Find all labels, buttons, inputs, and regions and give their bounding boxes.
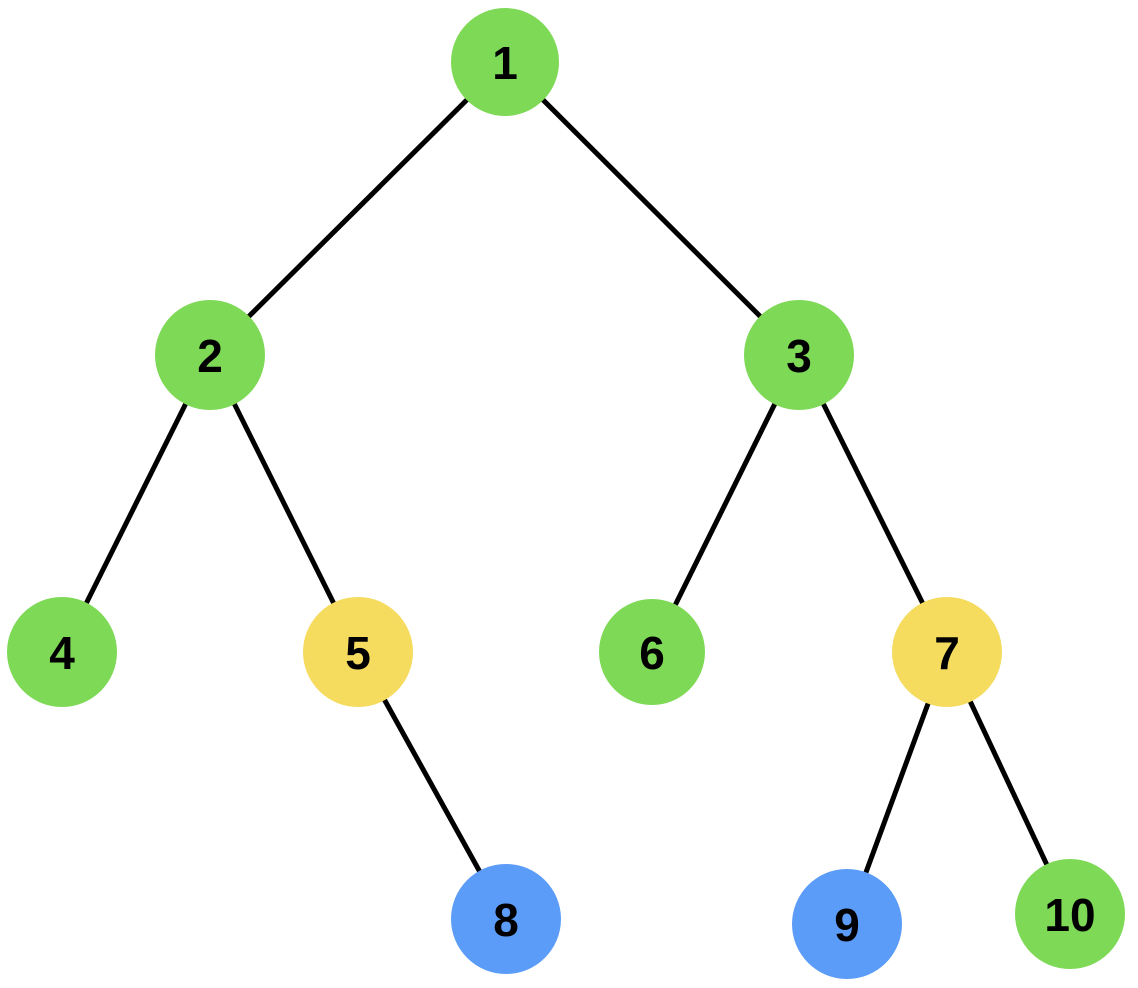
tree-node-label-6: 6 bbox=[639, 627, 665, 679]
tree-node-circle-2[interactable] bbox=[155, 300, 265, 410]
tree-node-label-10: 10 bbox=[1044, 889, 1095, 941]
tree-node-9[interactable]: 9 bbox=[792, 869, 902, 979]
tree-node-circle-5[interactable] bbox=[303, 597, 413, 707]
tree-node-8[interactable]: 8 bbox=[451, 864, 561, 974]
tree-edge-2-4 bbox=[83, 401, 189, 606]
tree-edge-3-6 bbox=[672, 401, 778, 608]
tree-node-2[interactable]: 2 bbox=[155, 300, 265, 410]
tree-node-circle-6[interactable] bbox=[599, 599, 705, 705]
tree-node-circle-10[interactable] bbox=[1015, 859, 1125, 969]
tree-edge-5-8 bbox=[381, 697, 483, 874]
node-layer: 1 2 3 4 5 6 7 8 9 10 bbox=[7, 8, 1125, 979]
tree-node-3[interactable]: 3 bbox=[744, 300, 854, 410]
tree-node-6[interactable]: 6 bbox=[599, 599, 705, 705]
tree-node-circle-9[interactable] bbox=[792, 869, 902, 979]
tree-edge-1-3 bbox=[540, 96, 764, 320]
tree-node-label-7: 7 bbox=[934, 627, 960, 679]
tree-node-label-2: 2 bbox=[197, 330, 223, 382]
tree-node-circle-8[interactable] bbox=[451, 864, 561, 974]
tree-edge-7-9 bbox=[862, 700, 932, 876]
tree-node-1[interactable]: 1 bbox=[451, 8, 559, 116]
tree-node-5[interactable]: 5 bbox=[303, 597, 413, 707]
tree-edge-3-7 bbox=[820, 401, 926, 606]
tree-node-10[interactable]: 10 bbox=[1015, 859, 1125, 969]
tree-edge-2-5 bbox=[231, 401, 337, 606]
tree-node-label-5: 5 bbox=[345, 627, 371, 679]
tree-node-circle-4[interactable] bbox=[7, 597, 117, 707]
tree-node-circle-7[interactable] bbox=[892, 597, 1002, 707]
edge-layer bbox=[83, 96, 1050, 876]
tree-edge-7-10 bbox=[967, 698, 1050, 868]
tree-node-circle-1[interactable] bbox=[451, 8, 559, 116]
tree-node-label-8: 8 bbox=[493, 894, 519, 946]
tree-edge-1-2 bbox=[245, 96, 470, 320]
tree-node-circle-3[interactable] bbox=[744, 300, 854, 410]
tree-node-label-3: 3 bbox=[786, 330, 812, 382]
tree-node-7[interactable]: 7 bbox=[892, 597, 1002, 707]
tree-node-label-4: 4 bbox=[49, 627, 75, 679]
tree-node-label-9: 9 bbox=[834, 899, 860, 951]
tree-node-label-1: 1 bbox=[492, 37, 518, 89]
tree-node-4[interactable]: 4 bbox=[7, 597, 117, 707]
